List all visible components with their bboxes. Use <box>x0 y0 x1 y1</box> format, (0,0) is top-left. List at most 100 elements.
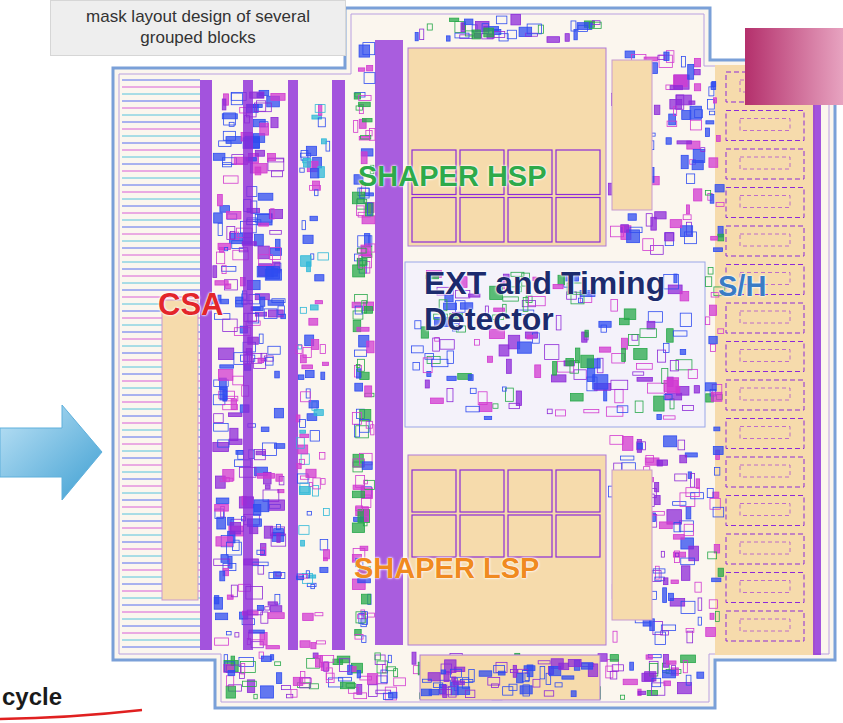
layout-shape <box>671 580 678 584</box>
layout-shape <box>255 150 264 156</box>
metal-line <box>122 220 200 221</box>
layout-shape <box>544 691 553 696</box>
layout-shape <box>408 455 606 645</box>
layout-shape <box>709 87 714 96</box>
layout-shape <box>230 232 239 239</box>
layout-shape <box>813 65 821 655</box>
layout-shape <box>538 661 550 664</box>
layout-shape <box>310 305 318 310</box>
layout-shape <box>633 372 644 375</box>
layout-shape <box>493 404 498 408</box>
layout-shape <box>694 58 700 66</box>
layout-shape <box>675 474 687 481</box>
layout-shape <box>216 498 229 503</box>
layout-shape <box>600 347 611 352</box>
layout-shape <box>225 248 228 251</box>
layout-shape <box>218 370 232 381</box>
layout-shape <box>443 685 447 698</box>
layout-shape <box>214 213 223 223</box>
layout-shape <box>365 480 375 489</box>
layout-shape <box>260 123 269 135</box>
layout-shape <box>301 355 307 363</box>
layout-shape <box>610 671 617 679</box>
layout-shape <box>213 266 217 278</box>
layout-shape <box>484 28 494 37</box>
layout-shape <box>628 214 636 220</box>
layout-shape <box>677 141 691 144</box>
block-label: CSA <box>158 288 248 323</box>
layout-shape <box>363 43 375 55</box>
layout-shape <box>367 341 374 353</box>
layout-shape <box>256 451 265 455</box>
layout-shape <box>268 602 277 605</box>
layout-shape <box>359 45 370 57</box>
layout-shape <box>221 555 228 563</box>
layout-shape <box>227 676 234 686</box>
layout-shape <box>637 377 652 381</box>
layout-shape <box>353 311 363 319</box>
layout-shape <box>637 442 646 450</box>
metal-line <box>122 199 200 200</box>
layout-shape <box>320 539 328 550</box>
layout-shape <box>740 465 790 477</box>
layout-shape <box>222 265 226 273</box>
layout-shape <box>288 80 298 650</box>
layout-shape <box>291 690 297 698</box>
layout-shape <box>611 380 628 389</box>
layout-shape <box>713 507 724 517</box>
layout-shape <box>364 510 368 522</box>
layout-shape <box>293 677 302 685</box>
layout-shape <box>220 387 227 399</box>
layout-shape <box>654 105 660 114</box>
metal-line <box>122 115 200 116</box>
layout-shape <box>726 149 804 179</box>
layout-shape <box>503 387 507 391</box>
layout-shape <box>562 676 574 679</box>
layout-shape <box>388 655 391 662</box>
layout-shape <box>711 293 719 297</box>
layout-shape <box>636 364 652 370</box>
layout-shape <box>664 395 672 400</box>
layout-shape <box>363 613 374 617</box>
layout-shape <box>218 440 229 447</box>
layout-shape <box>606 407 623 416</box>
layout-shape <box>269 573 285 579</box>
layout-shape <box>276 474 282 481</box>
layout-shape <box>277 673 282 684</box>
layout-shape <box>219 141 231 146</box>
layout-shape <box>220 478 233 481</box>
layout-shape <box>307 511 311 515</box>
layout-shape <box>259 255 273 266</box>
layout-shape <box>663 343 669 352</box>
layout-shape <box>313 478 320 489</box>
layout-shape <box>229 122 234 126</box>
layout-shape <box>684 232 696 244</box>
layout-shape <box>261 544 266 556</box>
layout-shape <box>708 268 713 275</box>
layout-shape <box>646 455 654 462</box>
layout-shape <box>740 157 790 169</box>
layout-shape <box>303 613 314 620</box>
layout-shape <box>258 565 264 574</box>
layout-shape <box>355 350 367 356</box>
flow-arrow <box>0 405 102 500</box>
caption-text: mask layout design of several grouped bl… <box>59 6 337 49</box>
layout-shape <box>306 389 310 398</box>
layout-shape <box>655 496 660 505</box>
layout-shape <box>362 462 372 469</box>
layout-shape <box>302 365 313 369</box>
layout-shape <box>680 349 685 354</box>
layout-shape <box>472 30 480 39</box>
layout-shape <box>268 500 285 510</box>
layout-shape <box>323 362 329 365</box>
layout-shape <box>264 309 277 319</box>
layout-shape <box>300 434 309 437</box>
layout-shape <box>709 336 717 343</box>
layout-shape <box>647 690 657 695</box>
layout-shape <box>299 459 304 464</box>
layout-shape <box>318 253 329 260</box>
layout-shape <box>592 21 600 25</box>
layout-shape <box>361 594 370 604</box>
layout-shape <box>673 535 684 540</box>
layout-shape <box>261 656 271 661</box>
